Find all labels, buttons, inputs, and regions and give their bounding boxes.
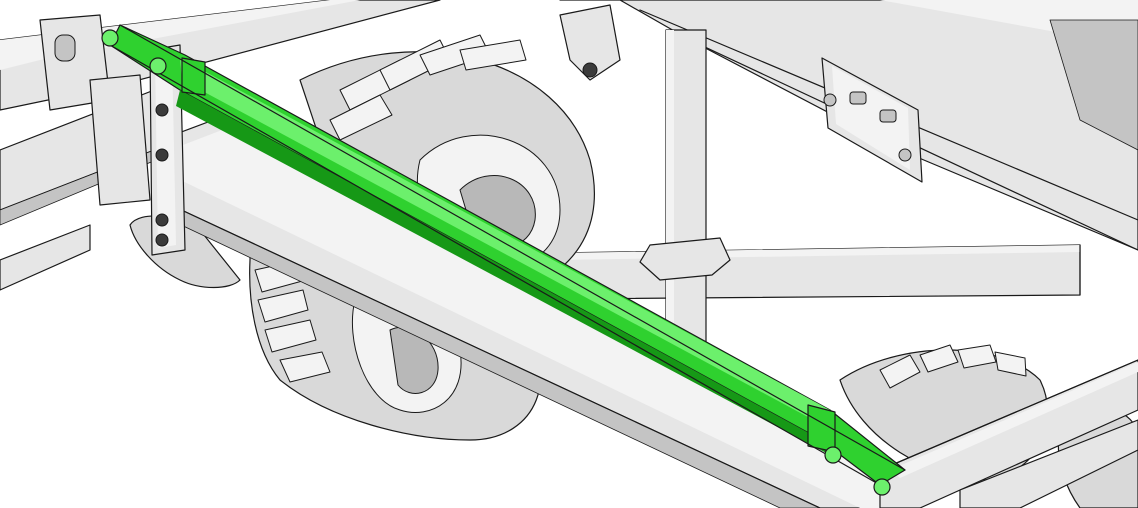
main-side-beam [159, 109, 901, 508]
highlighted-diagonal-strut [101, 24, 906, 496]
left-end-plate [39, 14, 186, 256]
hitch-lever [559, 4, 621, 81]
right-frame-rail [879, 359, 1138, 508]
mounting-bracket-plate [821, 57, 923, 183]
